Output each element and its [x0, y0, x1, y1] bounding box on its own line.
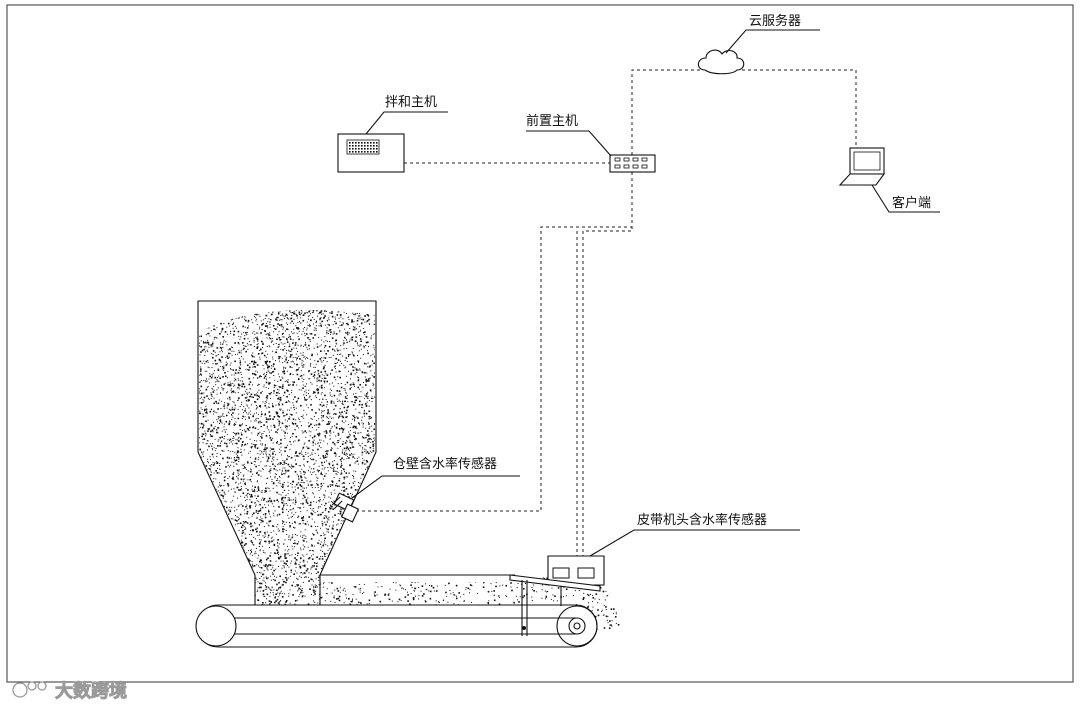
link-front-belthead — [582, 172, 633, 556]
front-host-icon — [609, 154, 656, 173]
front-host-label: 前置主机 — [526, 113, 578, 129]
belt-head-sensor-icon — [509, 555, 605, 636]
link-cloud-client — [742, 69, 857, 148]
front-host-leader — [526, 130, 612, 157]
watermark-logo — [12, 681, 47, 698]
client-leader — [871, 184, 940, 213]
conveyor-belt — [195, 604, 598, 648]
cloud-server-label: 云服务器 — [749, 13, 801, 29]
cloud-server-icon — [697, 49, 745, 75]
belt-head-sensor-label: 皮带机头含水率传感器 — [637, 512, 767, 528]
cloud-leader — [725, 29, 820, 54]
mixing-host-label: 拌和主机 — [385, 95, 437, 110]
link-front-cloud — [631, 69, 700, 155]
watermark-text: 大数跨境 — [55, 680, 127, 702]
mixing-host-leader — [365, 111, 448, 135]
diagram-frame — [6, 4, 1074, 683]
mixing-host-icon — [337, 133, 405, 173]
bin-wall-sensor-leader — [351, 475, 520, 499]
laptop-icon — [838, 147, 886, 186]
bin-wall-sensor-icon — [331, 492, 360, 523]
belt-head-sensor-leader — [589, 529, 800, 557]
bin-wall-sensor-label: 仓壁含水率传感器 — [393, 456, 497, 472]
storage-bin — [197, 300, 377, 606]
client-label: 客户端 — [892, 195, 931, 211]
network-links — [356, 69, 857, 556]
